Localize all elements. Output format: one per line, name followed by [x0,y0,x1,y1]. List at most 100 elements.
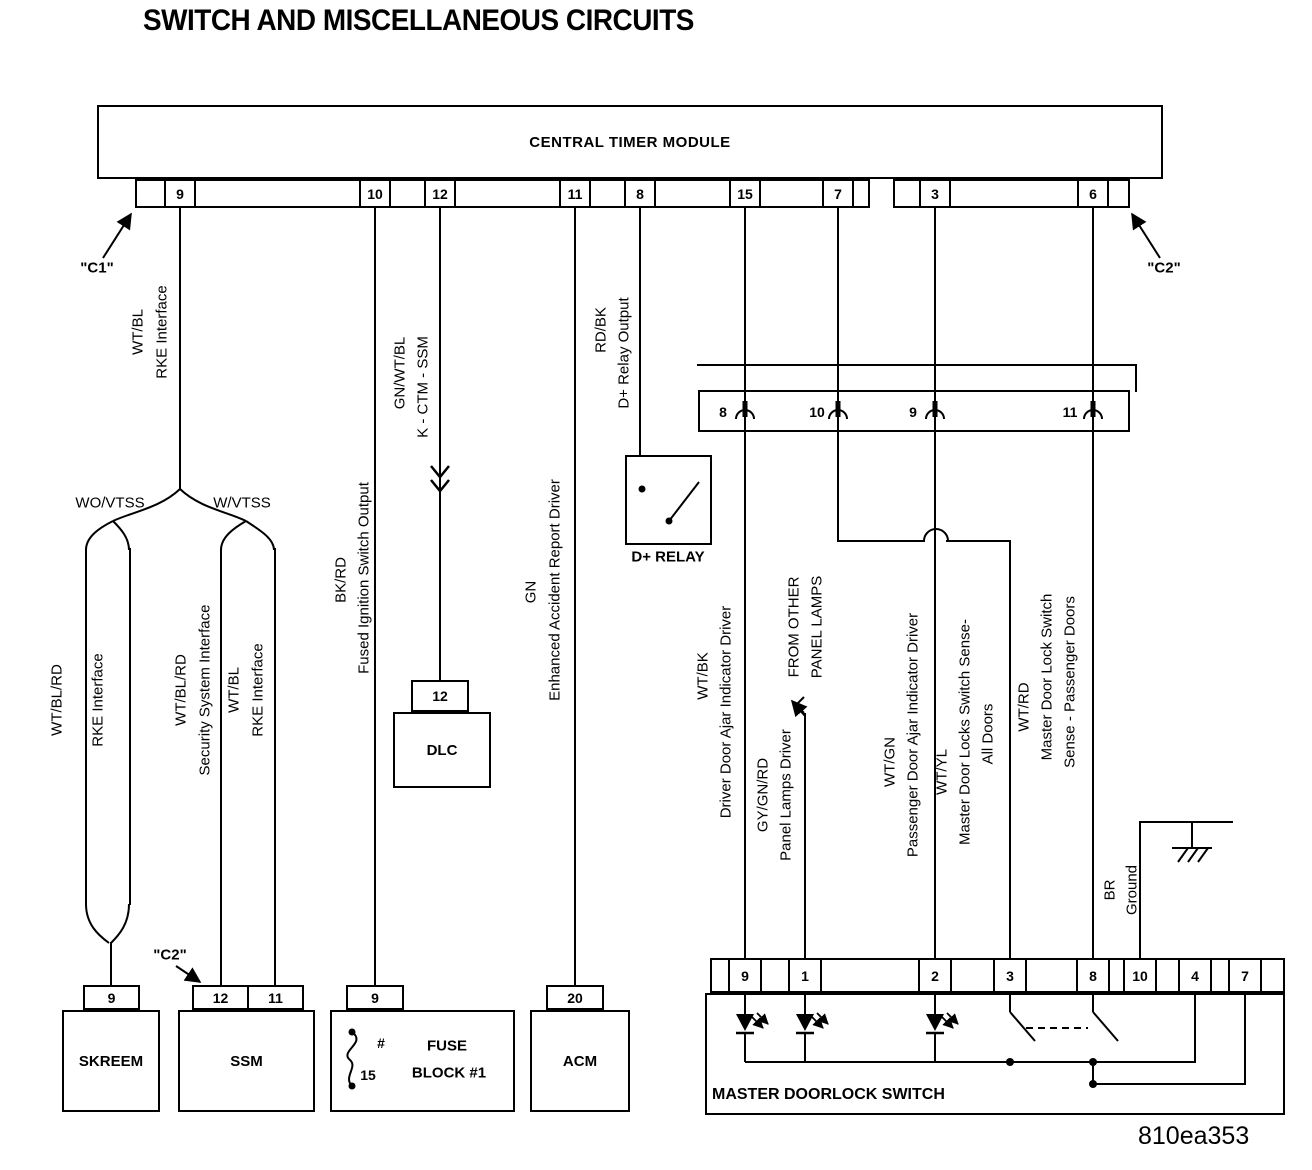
mds-pin-1: 1 [788,958,822,993]
wire-label-color: WT/BL [129,309,147,355]
wire-passenger-ajar [934,208,936,960]
wire-label-color: BR [1101,879,1119,901]
ctm-pin-6: 6 [1077,179,1109,208]
relay-box [625,455,712,545]
wire-label-color: GY/GN/RD [754,757,772,833]
wire-label-color: WT/BK [694,652,712,700]
ctm-pin-3: 3 [919,179,951,208]
acm-box: ACM [530,1010,630,1112]
skreem-box: SKREEM [62,1010,160,1112]
wire-label-color: WT/RD [1015,682,1033,732]
ssm-pin-12: 12 [192,985,249,1010]
ssm-box: SSM [178,1010,315,1112]
c2-arrow [1131,212,1161,259]
wire-label-name: Security System Interface [196,604,214,776]
dlc-pin-12: 12 [411,680,469,712]
ctm-pin-8: 8 [624,179,656,208]
wire-relay-output [639,208,641,455]
wire-label-name: Driver Door Ajar Indicator Driver [717,605,735,819]
ssm-c2-arrow [175,965,202,983]
ctm-pin-11: 11 [559,179,591,208]
wire-lock-sense-jog1 [837,540,925,542]
mds-label: MASTER DOORLOCK SWITCH [712,1086,945,1103]
skreem-label: SKREEM [78,1052,144,1070]
connector-bar [698,390,1130,432]
fuse-amp-rating: 15 [360,1067,376,1083]
wire-fused-ignition [374,208,376,985]
wire-label-name: RKE Interface [249,643,267,737]
mds-box [705,993,1285,1115]
central-timer-module-box: CENTRAL TIMER MODULE [97,105,1163,179]
wire-ground-v [1139,822,1141,960]
wire-label-color: BK/RD [332,557,350,603]
wire-label-name: Sense - Passenger Doors [1061,596,1079,768]
ctm-pin-15: 15 [729,179,761,208]
wire-label-name: All Doors [979,703,997,765]
wire-label-color: WT/BL [225,667,243,713]
wire-label-name: Passenger Door Ajar Indicator Driver [904,612,922,858]
wire-k-line [439,208,441,680]
wire-lock-sense-bottom [1009,540,1011,960]
ctm-pin-9: 9 [164,179,196,208]
wire-rke [179,208,181,490]
wire-label-name: Master Door Lock Switch [1038,593,1056,761]
wire-panel-lamps [804,713,806,960]
wire-hop-icon [923,528,949,542]
wire-label-name: Enhanced Accident Report Driver [546,479,564,701]
wire-ground-h [1139,821,1233,823]
wire-wovtss-b [129,548,131,905]
ctm-pin-10: 10 [359,179,391,208]
fuse-block-box [330,1010,515,1112]
without-vtss-label: WO/VTSS [75,494,145,512]
mds-pin-8: 8 [1076,958,1110,993]
mds-pin-9: 9 [728,958,762,993]
skreem-pin-9: 9 [83,985,140,1010]
wire-lock-sense-jog2 [946,540,1011,542]
wire-label-name: K - CTM - SSM [414,336,432,438]
mds-pin-4: 4 [1178,958,1212,993]
wire-label-from: FROM OTHER [785,576,803,678]
dlc-box: DLC [393,712,491,788]
ctm-pin-12: 12 [424,179,456,208]
mds-pin-3: 3 [993,958,1027,993]
figure-code: 810ea353 [1138,1122,1250,1150]
wire-label-color: WT/YL [933,749,951,795]
c2-label: "C2" [1147,259,1181,277]
ssm-c2-label: "C2" [153,946,187,964]
connector-pin-11: 11 [1062,404,1078,420]
c1-label: "C1" [80,259,114,277]
with-vtss-label: W/VTSS [213,494,271,512]
relay-label: D+ RELAY [631,548,705,566]
mds-pin-2: 2 [918,958,952,993]
wire-label-name: Ground [1123,864,1141,916]
fuse-pin-9: 9 [346,985,404,1010]
wire-label-from: PANEL LAMPS [808,575,826,679]
wire-label-color: WT/BL/RD [48,664,66,736]
fuse-number-sign: # [377,1035,385,1051]
connector-bar-end-line [1135,364,1137,392]
wire-label-color: RD/BK [592,307,610,353]
ground-icon [1172,822,1212,863]
mds-pin-10: 10 [1123,958,1157,993]
page-title: SWITCH AND MISCELLANEOUS CIRCUITS [143,4,694,37]
connector-bar-top-line [697,364,1137,366]
wire-label-color: WT/GN [881,737,899,787]
wire-lock-sense-pass [1092,208,1094,960]
wire-label-color: GN [522,580,540,604]
wire-label-name: Fused Ignition Switch Output [355,482,373,674]
wire-accident-report [574,208,576,985]
wire-driver-ajar [744,208,746,960]
connector-pin-10: 10 [809,404,825,420]
wire-label-color: WT/BL/RD [172,654,190,726]
wire-label-name: RKE Interface [89,653,107,747]
mds-pin-7: 7 [1228,958,1262,993]
acm-label: ACM [562,1052,598,1070]
wire-label-name: RKE Interface [153,285,171,379]
central-timer-module-label: CENTRAL TIMER MODULE [529,133,731,151]
wire-ssm-12 [220,548,222,985]
acm-pin-20: 20 [546,985,604,1010]
fuse-label-line2: BLOCK #1 [411,1064,487,1082]
ssm-pin-11: 11 [247,985,304,1010]
c1-arrow [102,212,132,259]
